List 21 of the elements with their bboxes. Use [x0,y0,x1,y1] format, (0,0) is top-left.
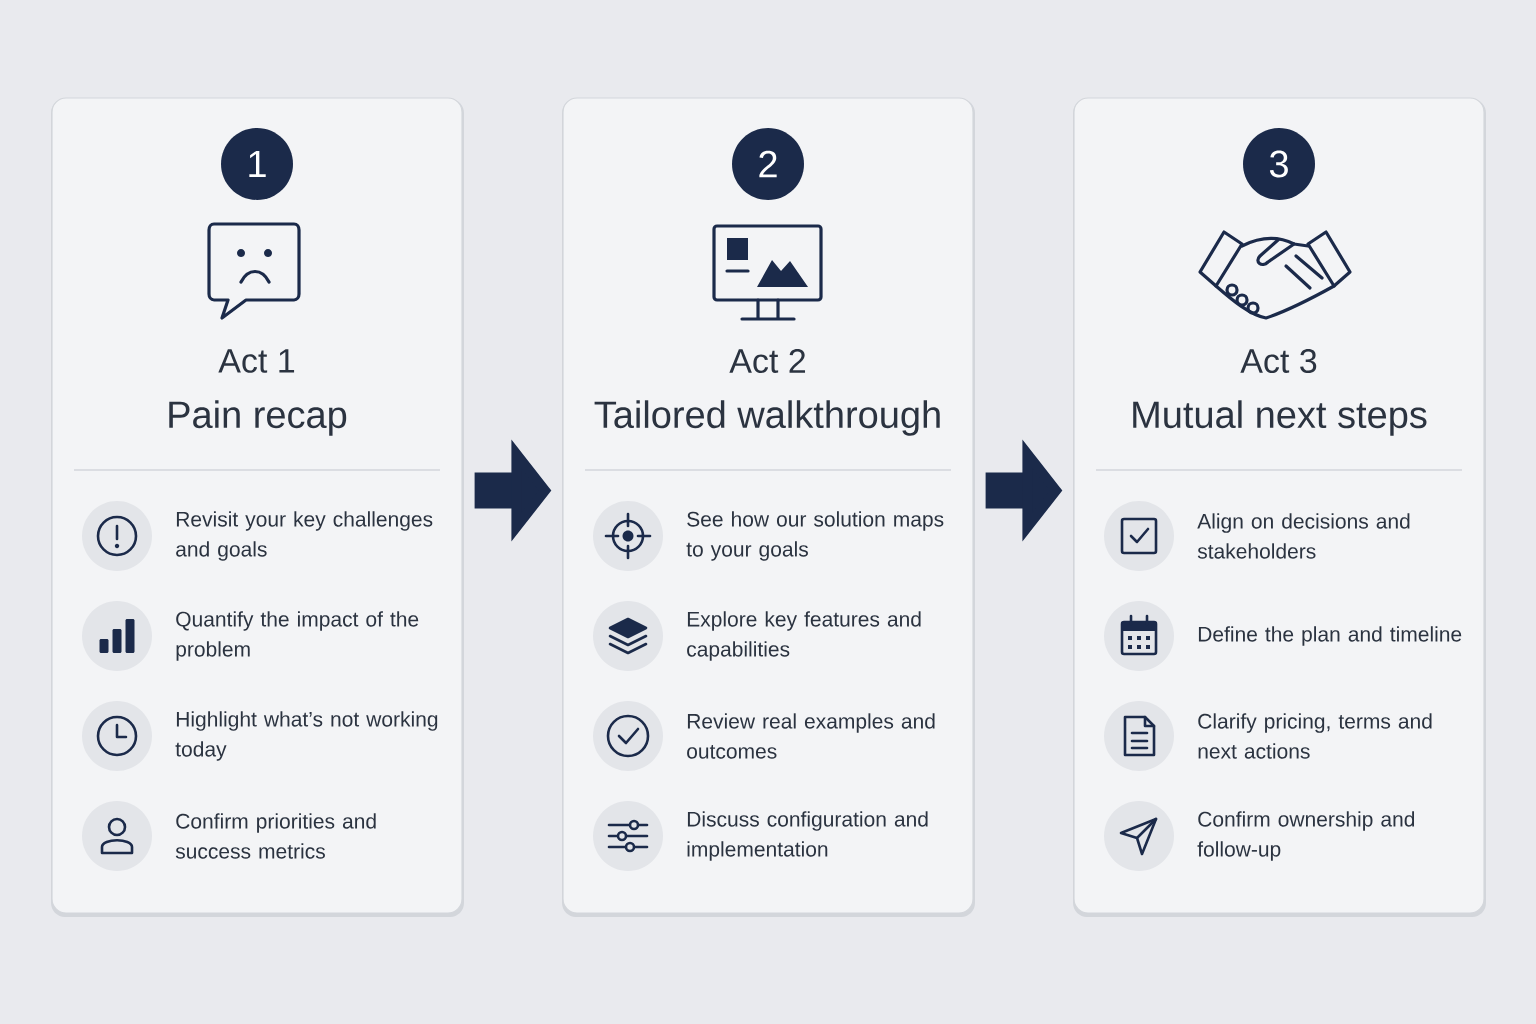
act-label: Act 1 [218,349,295,373]
item-text: Align on decisions and stakeholders [1197,513,1410,559]
item-text: See how our solution maps to your goals [686,511,944,561]
item-text: Quantify the impact of the problem [176,611,419,661]
number-badge: 2 [732,128,804,200]
number-badge: 3 [1243,128,1315,200]
item-text: Confirm priorities and success metrics [175,813,376,859]
card-title: Tailored walkthrough [594,400,940,436]
item-text: Discuss configuration and implementation [687,811,928,861]
act-label: Act 2 [729,348,805,374]
item-text: Revisit your key challenges and goals [176,511,433,561]
item-text: Explore key features and capabilities [687,611,921,661]
item-text: Review real examples and outcomes [687,713,935,759]
card-title: Mutual next steps [1133,400,1427,436]
card-title: Pain recap [169,400,347,436]
item-text: Define the plan and timeline [1198,626,1462,646]
item-text: Clarify pricing, terms and next actions [1198,713,1432,759]
item-text: Confirm ownership and follow-up [1197,811,1415,861]
number-badge: 1 [221,128,293,200]
act-label: Act 3 [1240,348,1317,374]
item-text: Highlight what’s not working today [175,711,438,761]
